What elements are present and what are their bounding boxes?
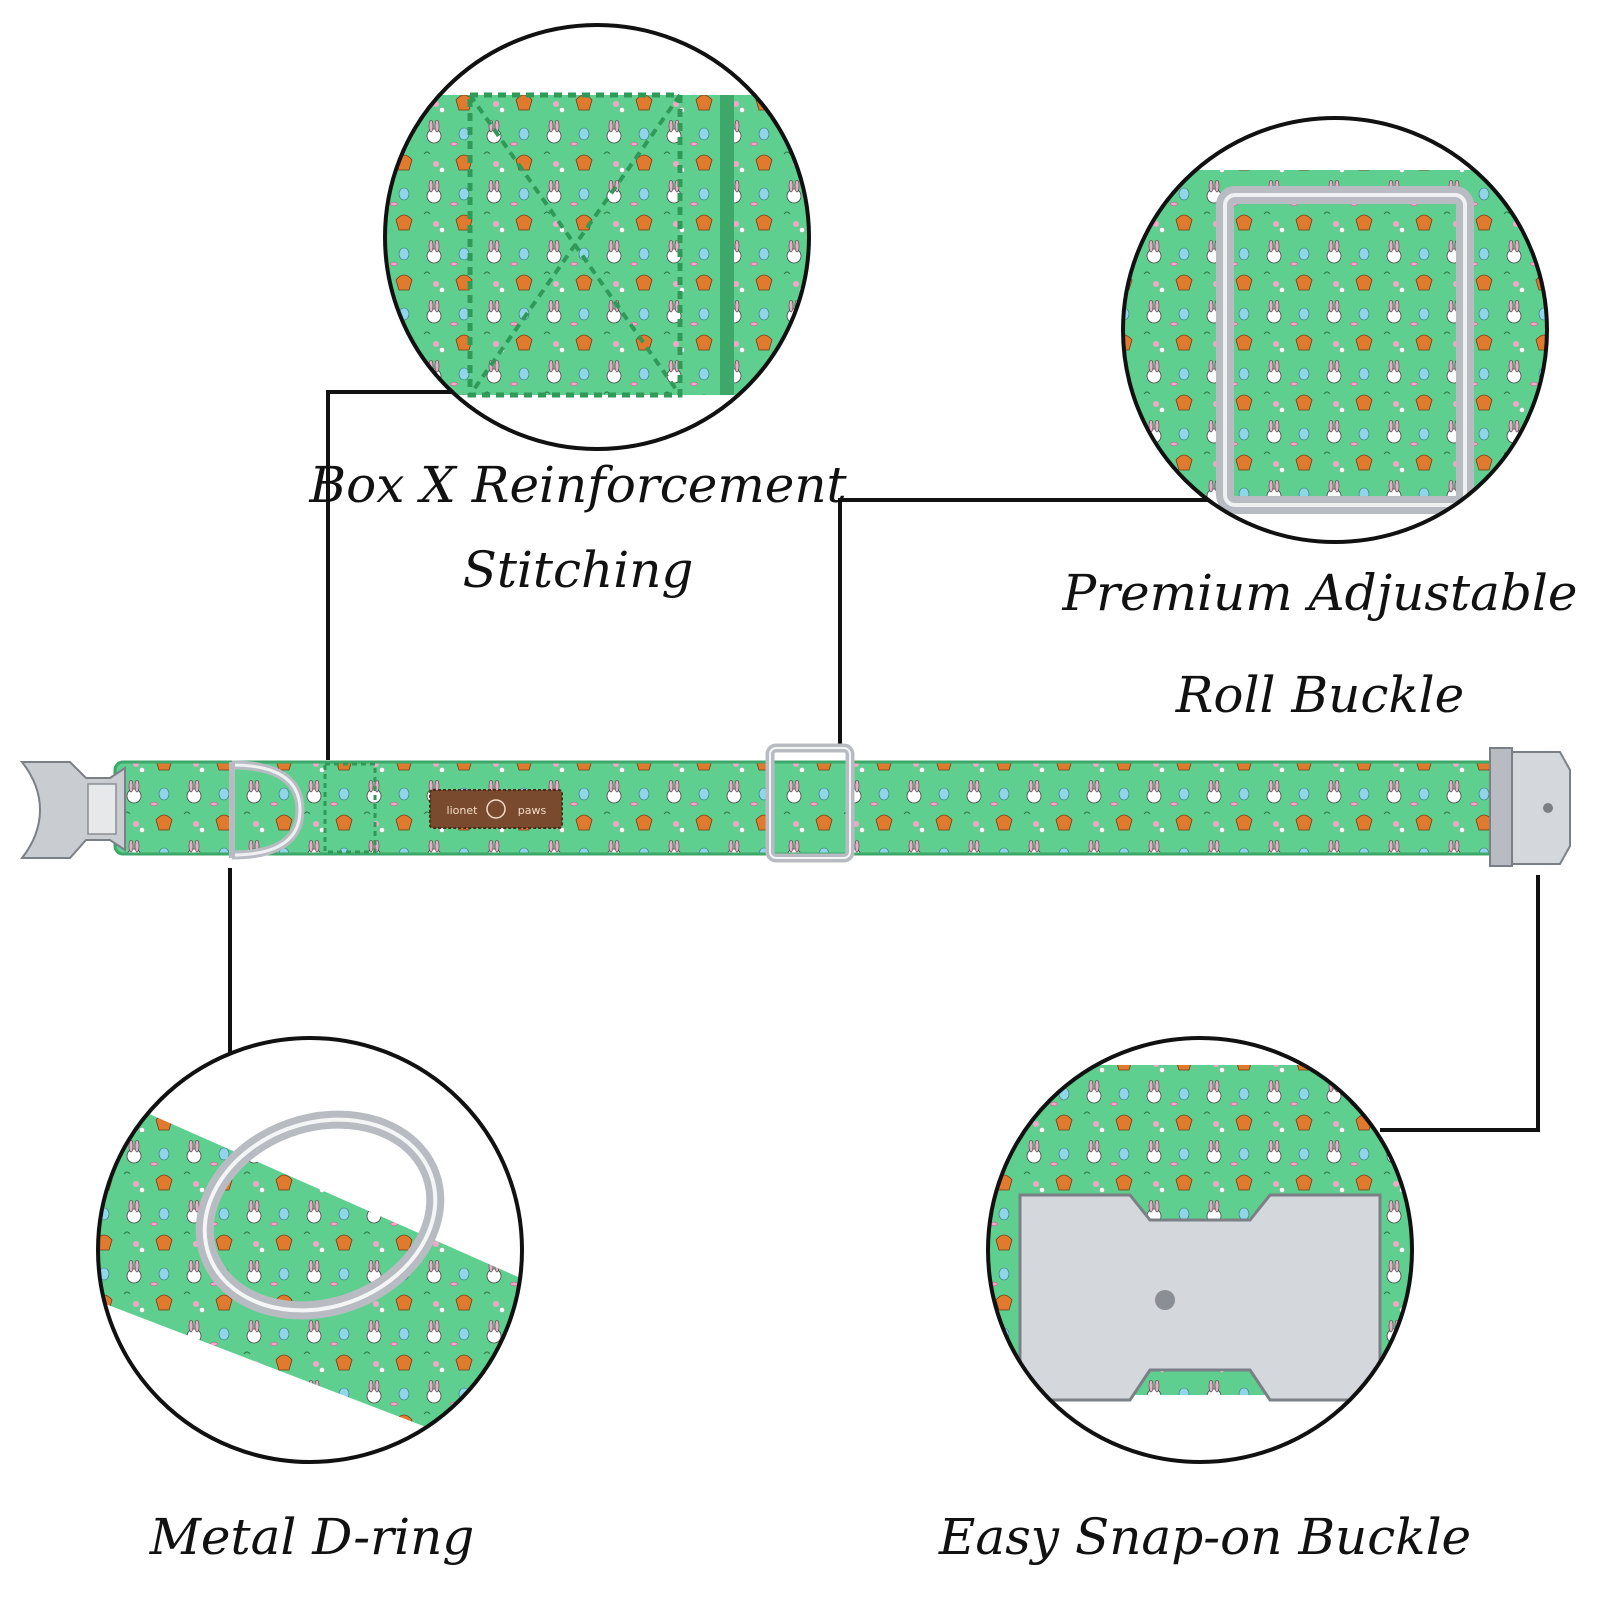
zoom-stitching xyxy=(383,23,811,451)
left-buckle xyxy=(19,761,126,859)
leader-line-stitching xyxy=(326,390,470,760)
label-box-x-line2: Stitching xyxy=(462,541,694,599)
brand-tag xyxy=(429,789,563,829)
stitching-area xyxy=(323,762,377,854)
leader-line-roll-buckle xyxy=(838,498,1210,748)
zoom-snap-buckle xyxy=(986,1036,1414,1464)
zoom-roll-buckle xyxy=(1121,116,1549,544)
leader-line-snap-buckle xyxy=(1380,875,1540,1132)
label-box-x-line1: Box X Reinforcement xyxy=(309,456,847,514)
label-snap-buckle: Easy Snap-on Buckle xyxy=(938,1508,1472,1566)
slide-buckle xyxy=(765,743,855,863)
label-d-ring: Metal D-ring xyxy=(149,1508,475,1566)
brand-tag-left: lionet xyxy=(447,804,479,817)
zoom-d-ring xyxy=(96,1036,524,1464)
d-ring xyxy=(229,760,305,860)
label-roll-buckle-line2: Roll Buckle xyxy=(1175,666,1465,724)
brand-tag-right: paws xyxy=(518,804,547,817)
right-buckle xyxy=(1489,747,1571,867)
collar xyxy=(19,743,1571,867)
label-roll-buckle-line1: Premium Adjustable xyxy=(1062,564,1578,622)
leader-lines xyxy=(228,390,1540,1132)
